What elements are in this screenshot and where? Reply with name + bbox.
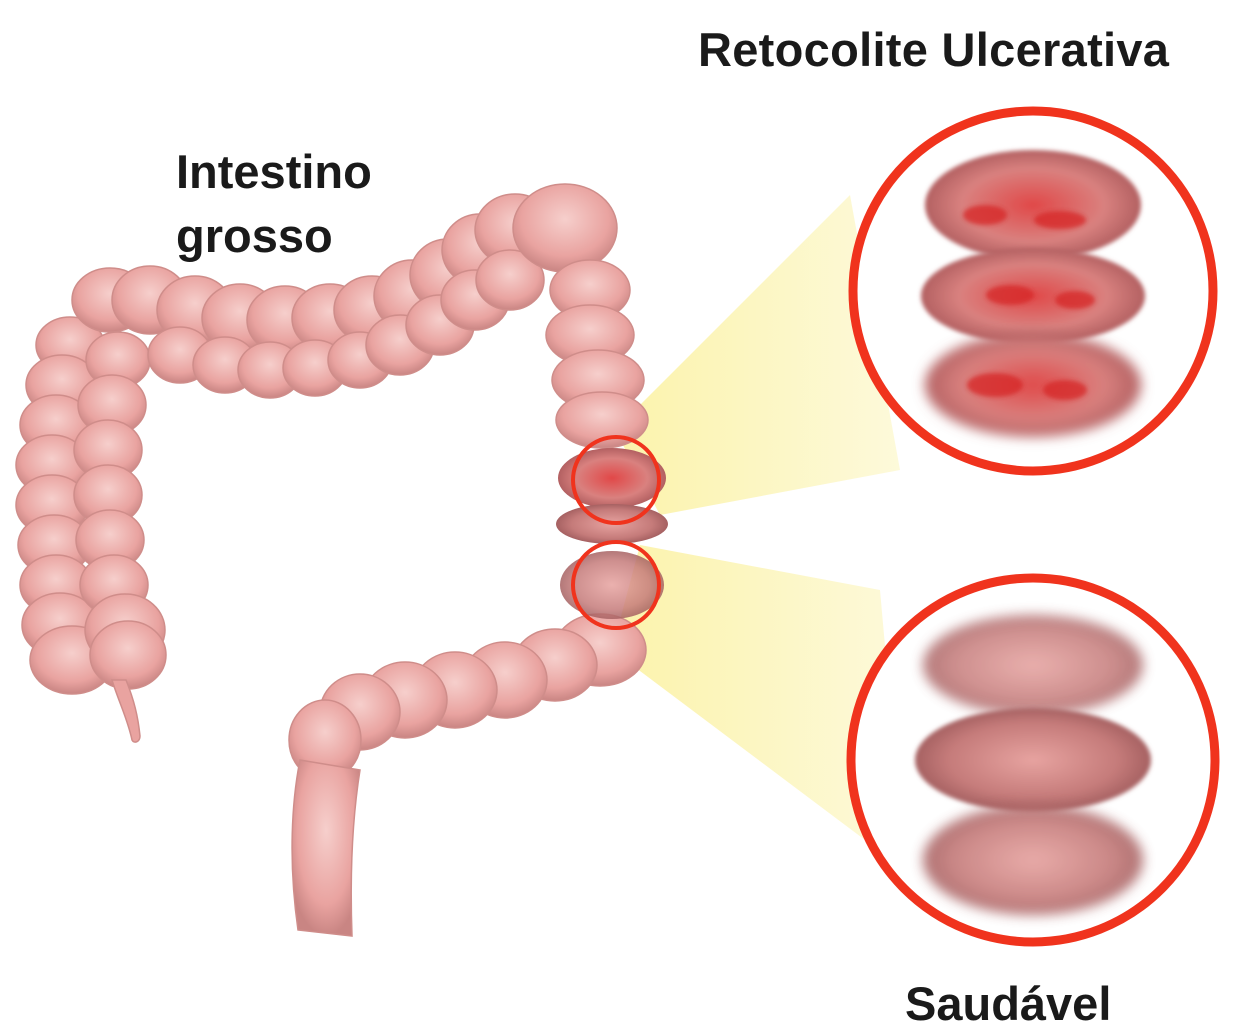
- organ-label-line2: grosso: [176, 204, 372, 268]
- organ-label: Intestino grosso: [176, 140, 372, 268]
- zoom-healthy: [851, 578, 1215, 942]
- organ-label-line1: Intestino: [176, 140, 372, 204]
- condition-title: Retocolite Ulcerativa: [698, 22, 1169, 77]
- zoom-inflamed: [853, 111, 1213, 471]
- rectum: [292, 760, 360, 936]
- descending-colon: [546, 260, 648, 448]
- appendix: [112, 680, 140, 742]
- healthy-label: Saudável: [905, 976, 1111, 1031]
- sigmoid-colon: [289, 614, 646, 936]
- large-intestine: [16, 184, 648, 936]
- ascending-colon: [16, 317, 166, 742]
